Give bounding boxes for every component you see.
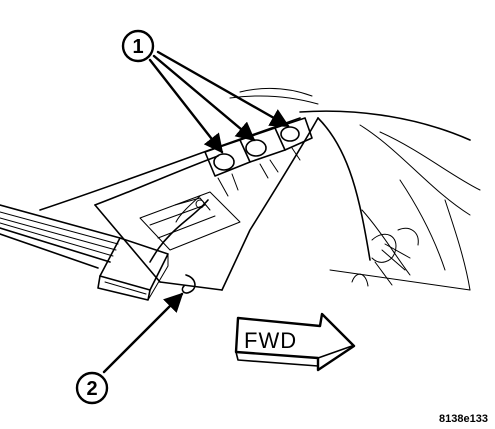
fastener-1 (213, 153, 235, 171)
figure-code: 8138e133 (439, 413, 488, 425)
fastener-2 (245, 139, 267, 157)
forward-direction-arrow: FWD (234, 312, 356, 372)
fastener-3 (280, 126, 300, 142)
wiper-arm (0, 204, 121, 269)
vehicle-body-outline (221, 88, 481, 291)
wiper-motor-cover (97, 237, 169, 301)
callout-2-label: 2 (86, 378, 97, 400)
callout-1: 1 (121, 29, 290, 154)
callout-1-label: 1 (132, 36, 143, 58)
wiper-motor-assembly (149, 117, 313, 263)
fwd-label: FWD (244, 328, 297, 353)
callout-2-circle (75, 371, 109, 405)
callout-1-circle (121, 29, 155, 63)
callout-1-leader-c (156, 50, 290, 128)
callout-1-leader-b (152, 54, 256, 142)
liftgate-frame (39, 117, 301, 291)
callout-2-leader (102, 292, 184, 374)
clip-hook (181, 274, 196, 294)
callout-2: 2 (75, 274, 196, 405)
callout-1-leader-a (148, 58, 224, 154)
